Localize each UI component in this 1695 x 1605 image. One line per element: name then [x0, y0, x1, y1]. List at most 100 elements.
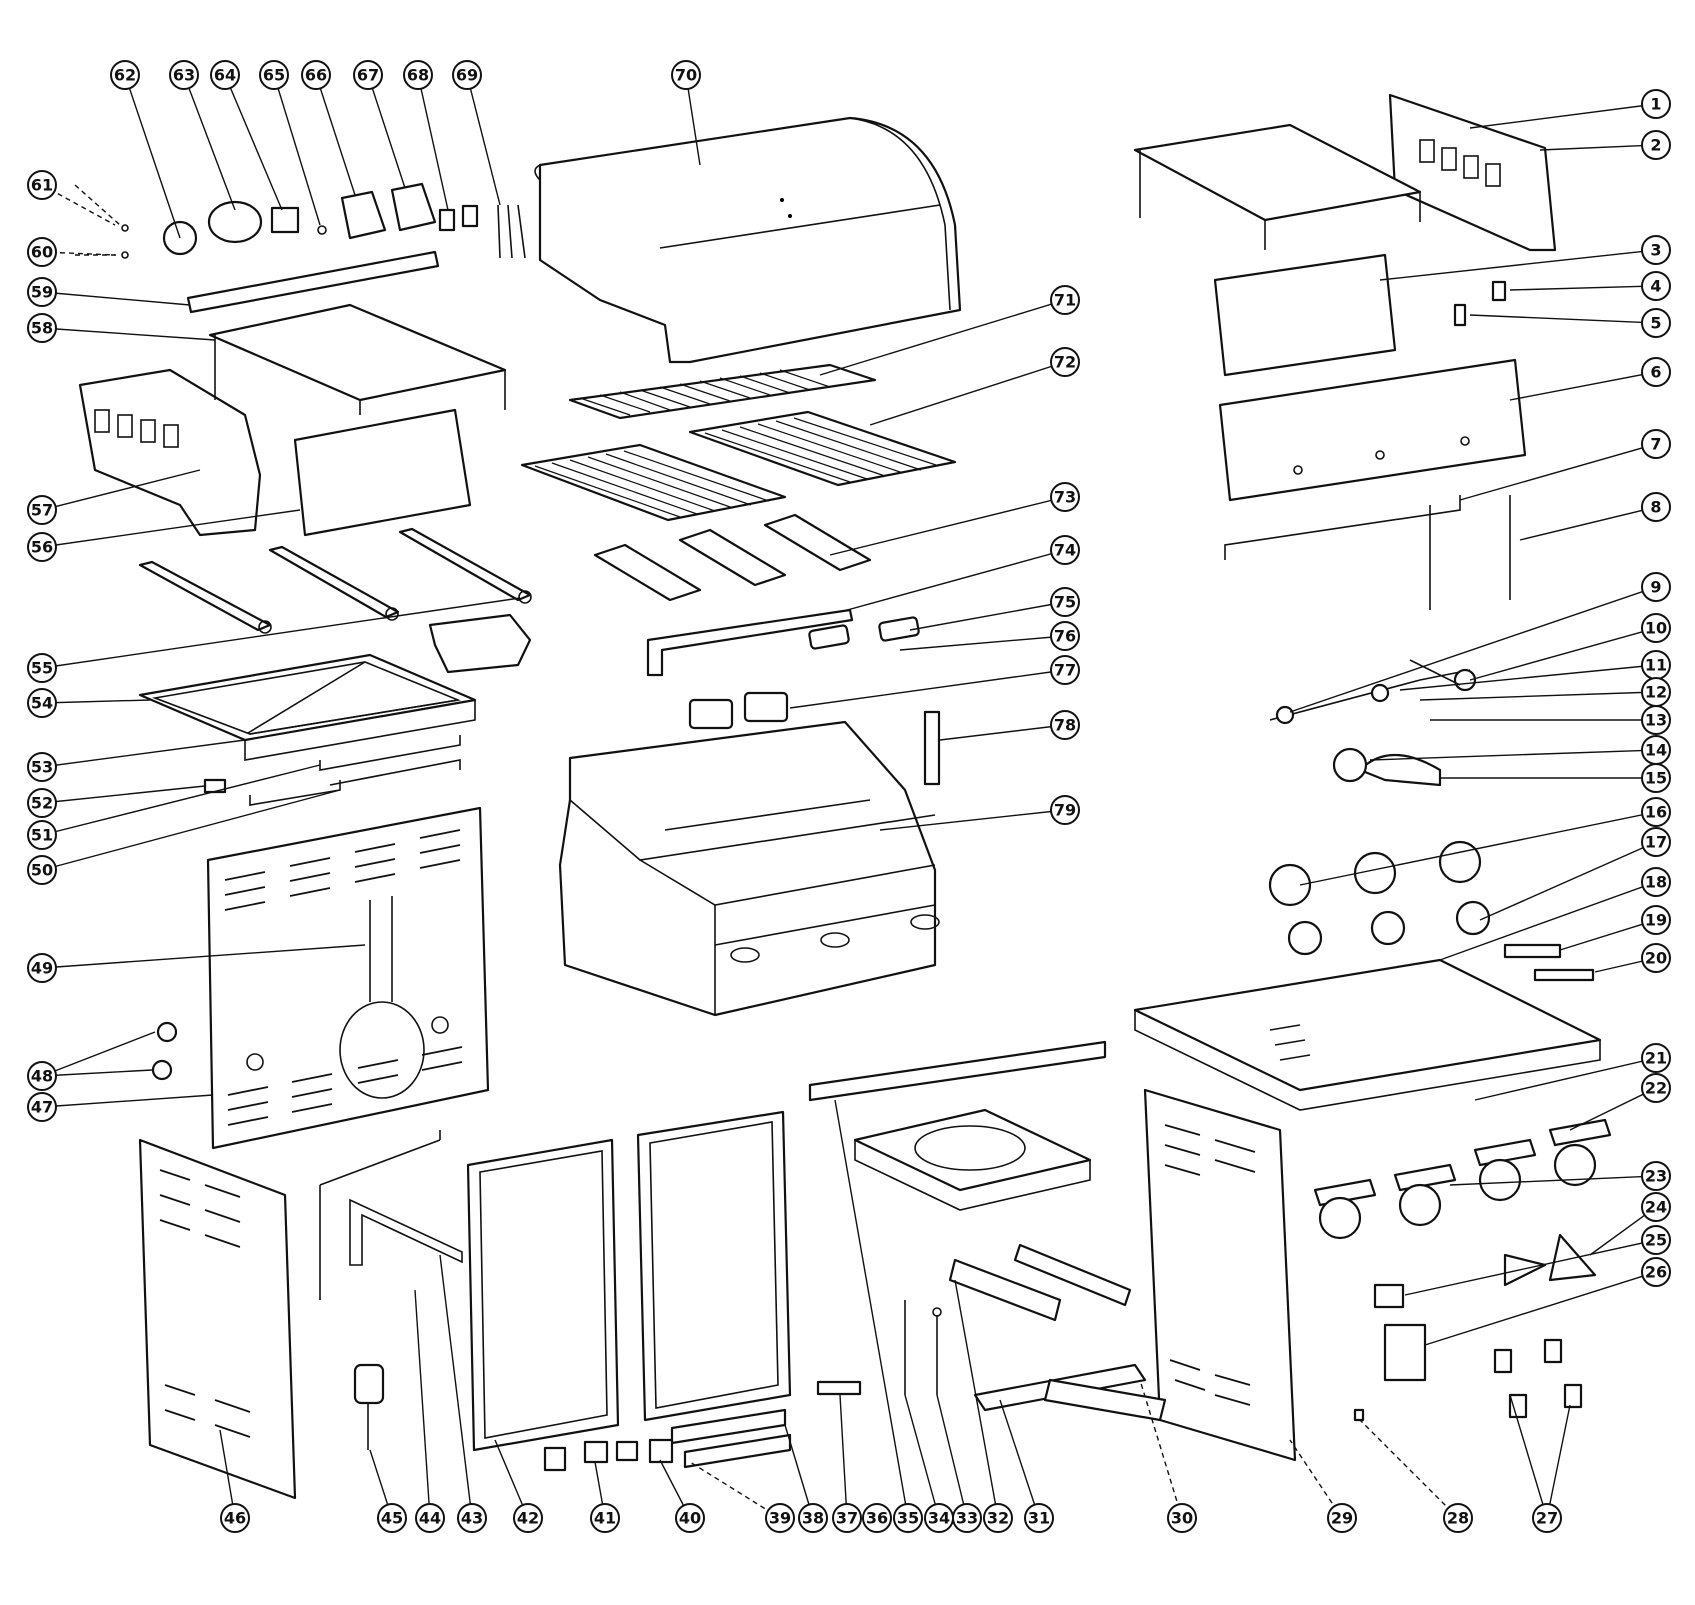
part-frame-32 [948, 1258, 1062, 1322]
callout-53: 53 [27, 752, 57, 782]
svg-text:18: 18 [1645, 873, 1667, 892]
part-front-panel-6 [1218, 358, 1527, 502]
svg-text:77: 77 [1054, 661, 1076, 680]
part-heat-shield [688, 698, 734, 730]
svg-text:27: 27 [1536, 1509, 1558, 1528]
callout-72: 72 [1050, 347, 1080, 377]
part-bracket-7 [1224, 495, 1461, 560]
part-clip-5 [1453, 303, 1467, 327]
callout-79: 79 [1050, 795, 1080, 825]
callout-60: 60 [27, 237, 57, 267]
leader-lines [41, 74, 1657, 1519]
callout-55: 55 [27, 653, 57, 683]
callout-41: 41 [590, 1503, 620, 1533]
part-firebox [558, 720, 940, 1017]
svg-text:7: 7 [1650, 435, 1661, 454]
callout-37: 37 [832, 1503, 862, 1533]
part-regulator [353, 1363, 385, 1405]
svg-text:16: 16 [1645, 803, 1667, 822]
svg-text:46: 46 [224, 1509, 246, 1528]
callout-51: 51 [27, 820, 57, 850]
part-shelf-front-3 [1213, 253, 1397, 377]
part-clip-4 [1491, 280, 1507, 302]
callout-57: 57 [27, 495, 57, 525]
svg-text:8: 8 [1650, 498, 1661, 517]
part-label-68a [438, 208, 456, 232]
part-cart-top-right [1133, 958, 1602, 1111]
callout-48: 48 [27, 1061, 57, 1091]
svg-text:70: 70 [675, 66, 697, 85]
part-manifold [1269, 659, 1477, 787]
callout-78: 78 [1050, 710, 1080, 740]
svg-text:26: 26 [1645, 1263, 1667, 1282]
callout-45: 45 [377, 1503, 407, 1533]
svg-text:31: 31 [1028, 1509, 1050, 1528]
part-bracket-67 [390, 182, 437, 232]
svg-text:19: 19 [1645, 911, 1667, 930]
callout-1: 1 [1641, 89, 1671, 119]
callout-66: 66 [301, 60, 331, 90]
svg-text:58: 58 [31, 319, 53, 338]
callout-44: 44 [415, 1503, 445, 1533]
callout-13: 13 [1641, 705, 1671, 735]
callout-31: 31 [1024, 1503, 1054, 1533]
callout-52: 52 [27, 788, 57, 818]
svg-text:5: 5 [1650, 314, 1661, 333]
svg-text:35: 35 [897, 1509, 919, 1528]
svg-text:39: 39 [769, 1509, 791, 1528]
svg-text:21: 21 [1645, 1049, 1667, 1068]
part-flame-tamers [593, 513, 872, 602]
svg-text:53: 53 [31, 758, 53, 777]
svg-text:4: 4 [1650, 277, 1661, 296]
part-casters [1313, 1118, 1612, 1240]
svg-text:28: 28 [1447, 1509, 1469, 1528]
callout-labels: 1 2 3 4 5 6 7 8 9 10 11 12 13 14 15 16 1… [27, 60, 1671, 1533]
callout-74: 74 [1050, 535, 1080, 565]
callout-36: 36 [862, 1503, 892, 1533]
svg-text:20: 20 [1645, 949, 1667, 968]
callout-20: 20 [1641, 943, 1671, 973]
svg-text:33: 33 [956, 1509, 978, 1528]
callout-9: 9 [1641, 572, 1671, 602]
part-hinges [1493, 1338, 1583, 1419]
callout-58: 58 [27, 313, 57, 343]
svg-text:15: 15 [1645, 769, 1667, 788]
part-rail-32b [1013, 1243, 1132, 1307]
part-control-panel-left [78, 368, 262, 537]
svg-text:57: 57 [31, 501, 53, 520]
callout-69: 69 [452, 60, 482, 90]
callout-33: 33 [952, 1503, 982, 1533]
callout-38: 38 [798, 1503, 828, 1533]
callout-34: 34 [924, 1503, 954, 1533]
part-battery-box [1383, 1323, 1427, 1382]
callout-7: 7 [1641, 429, 1671, 459]
part-frame-31 [1043, 1378, 1167, 1422]
part-lid [534, 116, 962, 364]
callout-59: 59 [27, 277, 57, 307]
svg-text:38: 38 [802, 1509, 824, 1528]
svg-text:52: 52 [31, 794, 53, 813]
part-wire-44 [319, 1130, 441, 1300]
svg-text:71: 71 [1054, 291, 1076, 310]
callout-8: 8 [1641, 492, 1671, 522]
callout-19: 19 [1641, 905, 1671, 935]
callout-46: 46 [220, 1503, 250, 1533]
callout-71: 71 [1050, 285, 1080, 315]
part-igniter-box [808, 624, 850, 650]
part-side-panel-right [1143, 1088, 1297, 1462]
part-handle-39 [683, 1433, 792, 1469]
callout-54: 54 [27, 688, 57, 718]
callout-17: 17 [1641, 827, 1671, 857]
callout-5: 5 [1641, 308, 1671, 338]
svg-text:13: 13 [1645, 711, 1667, 730]
part-screws-28 [1353, 1408, 1365, 1422]
svg-text:34: 34 [928, 1509, 950, 1528]
callout-28: 28 [1443, 1503, 1473, 1533]
callout-50: 50 [27, 855, 57, 885]
callout-75: 75 [1050, 587, 1080, 617]
part-gussets [1503, 1233, 1597, 1287]
part-bracket-78 [923, 710, 941, 786]
callout-26: 26 [1641, 1257, 1671, 1287]
callout-29: 29 [1327, 1503, 1357, 1533]
